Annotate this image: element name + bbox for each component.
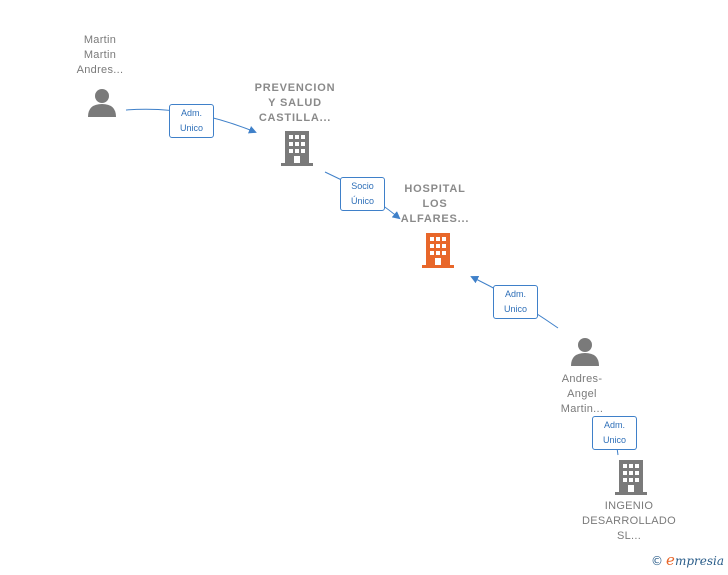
edge-label-prevencion-hospital[interactable]: Socio Único xyxy=(340,177,385,211)
node-hospital-label[interactable]: HOSPITAL LOS ALFARES... xyxy=(400,183,470,225)
node-martin-label[interactable]: Martin Martin Andres... xyxy=(76,34,124,76)
brand-name: mpresia xyxy=(674,554,724,568)
node-ingenio-label[interactable]: INGENIO DESARROLLADO SL... xyxy=(581,500,677,542)
node-andres-label[interactable]: Andres- Angel Martin... xyxy=(560,373,604,415)
person-icon[interactable] xyxy=(569,337,601,367)
edge-label-andres-hospital[interactable]: Adm. Unico xyxy=(493,285,538,319)
building-icon[interactable] xyxy=(281,131,313,166)
person-icon[interactable] xyxy=(86,88,118,118)
node-prevencion-label[interactable]: PREVENCION Y SALUD CASTILLA... xyxy=(254,82,336,124)
building-icon[interactable] xyxy=(615,460,647,495)
building-icon[interactable] xyxy=(422,233,454,268)
edge-label-martin-prevencion[interactable]: Adm. Unico xyxy=(169,104,214,138)
edge-label-andres-ingenio[interactable]: Adm. Unico xyxy=(592,416,637,450)
brand-logo[interactable]: ©empresia xyxy=(651,551,724,569)
brand-initial: e xyxy=(666,551,675,569)
copyright-icon: © xyxy=(651,554,664,568)
